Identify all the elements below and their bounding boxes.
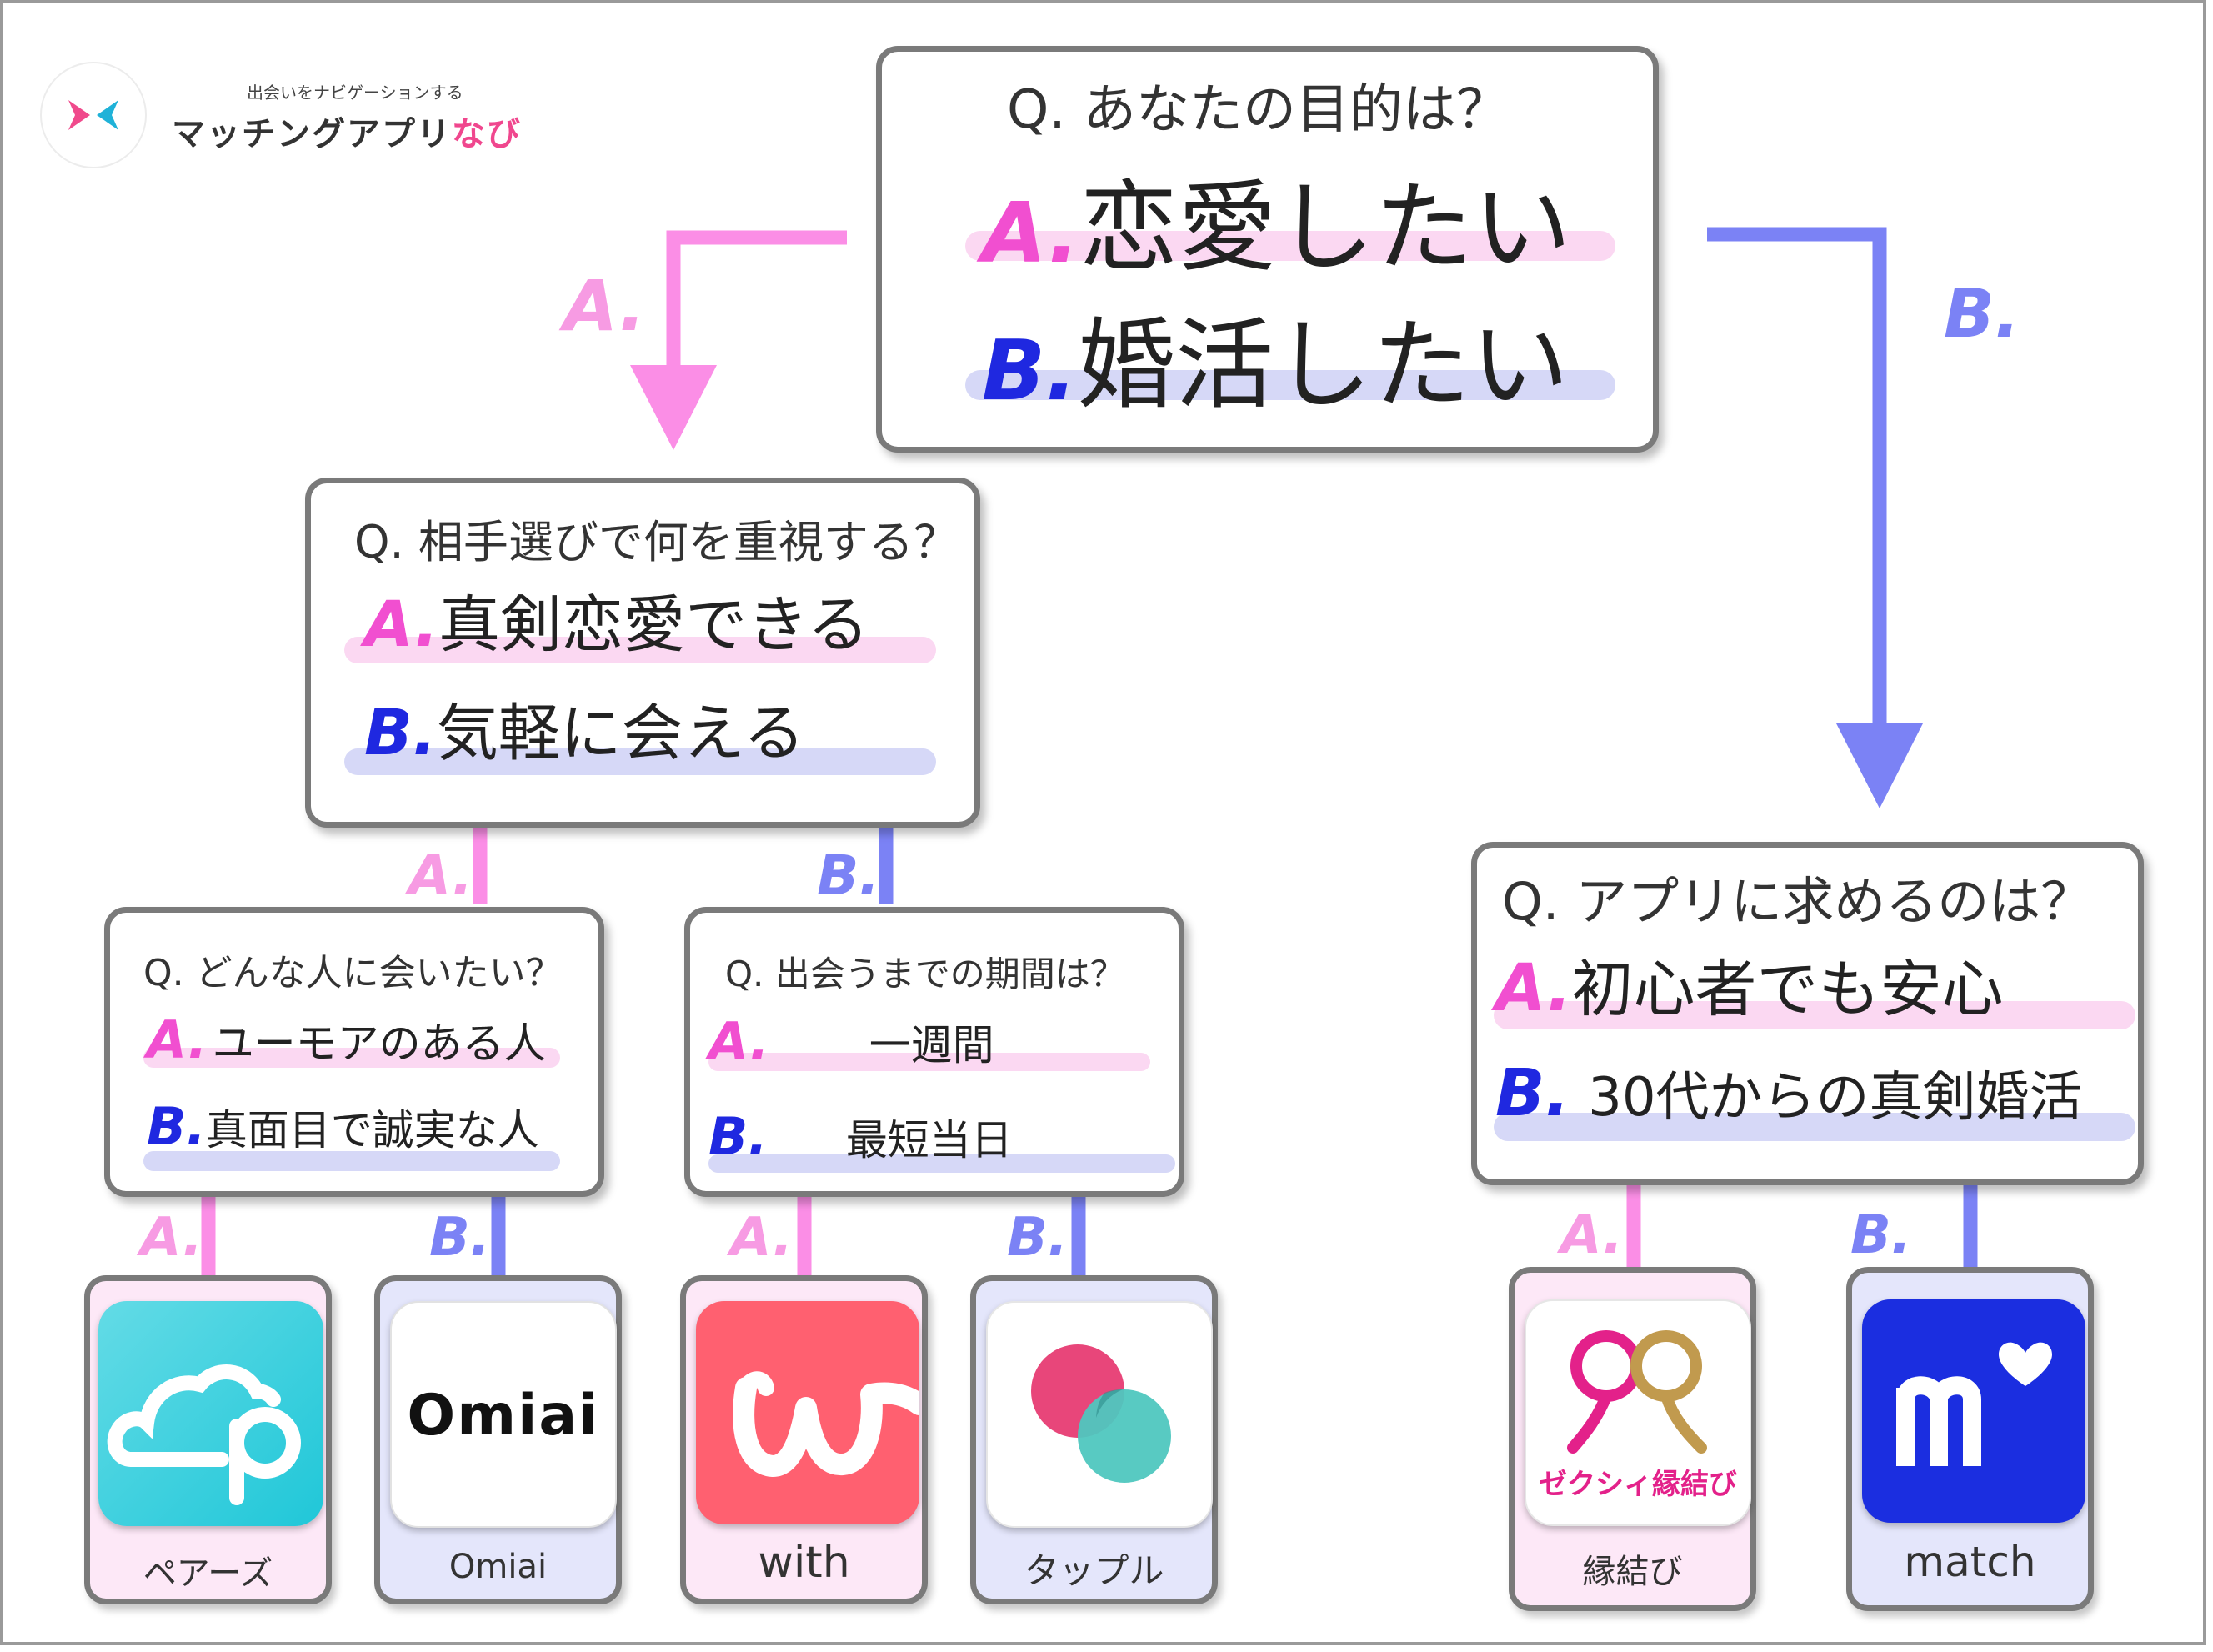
answer-a-highlight	[965, 231, 1615, 261]
app-card-omiai[interactable]: Omiai Omiai	[374, 1275, 622, 1604]
answer-b-highlight	[965, 370, 1615, 400]
question-root-box: Q. あなたの目的は？ A.恋愛したい B.婚活したい	[876, 46, 1659, 453]
answer-a-letter: A.	[982, 184, 1080, 282]
answer-b-text: 真面目で誠実な人	[205, 1106, 539, 1154]
logo-name: マッチングアプリなび	[172, 107, 522, 155]
answer-b-highlight	[708, 1154, 1175, 1173]
omiai-logo-icon: Omiai	[390, 1301, 617, 1528]
app-label-match: match	[1904, 1538, 2036, 1586]
question-love-answer-b: B.気軽に会える	[364, 683, 805, 773]
zexy-enmusubi-icon: ゼクシィ縁結び	[1525, 1299, 1751, 1526]
app-label-with: with	[758, 1538, 850, 1588]
tapple-circles-icon	[986, 1301, 1213, 1528]
question-marriage-text: Q. アプリに求めるのは？	[1502, 871, 2093, 932]
question-serious-answer-b: B.真面目で誠実な人	[147, 1096, 539, 1157]
question-casual-answer-a: A. 一週間	[708, 1011, 994, 1072]
answer-a-text: 一週間	[869, 1021, 994, 1069]
answer-a-highlight	[344, 637, 936, 663]
answer-a-text: 真剣恋愛できる	[438, 589, 869, 661]
arrowhead-root-a	[630, 365, 717, 450]
branch-label-casual-b: B.	[1007, 1207, 1069, 1269]
answer-b-letter: B.	[364, 695, 437, 769]
question-serious-answer-a: A.ユーモアのある人	[147, 1009, 546, 1070]
answer-a-text: 初心者でも安心	[1571, 954, 2004, 1025]
zexy-logo-text: ゼクシィ縁結び	[1539, 1468, 1737, 1501]
answer-b-letter: B.	[1495, 1056, 1570, 1131]
answer-b-text: 30代からの真剣婚活	[1588, 1067, 2083, 1129]
answer-b-letter: B.	[982, 322, 1078, 419]
branch-label-marriage-b: B.	[1850, 1204, 1912, 1266]
answer-a-letter: A.	[364, 587, 439, 661]
app-card-tapple[interactable]: タップル	[970, 1275, 1218, 1604]
branch-label-root-b: B.	[1944, 275, 2020, 353]
answer-a-highlight	[143, 1048, 560, 1068]
branch-label-root-a: A.	[563, 265, 646, 347]
answer-b-letter: B.	[147, 1096, 206, 1157]
logo-tagline: 出会いをナビゲーションする	[247, 83, 463, 103]
logo-name-accent: なび	[452, 115, 522, 153]
branch-label-serious-a: A.	[140, 1207, 203, 1269]
omiai-logo-text: Omiai	[407, 1383, 600, 1449]
app-label-tapple: タップル	[1024, 1550, 1164, 1591]
app-card-enmusubi[interactable]: ゼクシィ縁結び 縁結び	[1509, 1267, 1756, 1611]
app-label-omiai: Omiai	[448, 1548, 548, 1586]
branch-label-marriage-a: A.	[1560, 1204, 1624, 1266]
answer-b-text: 婚活したい	[1077, 308, 1570, 423]
question-serious-box: Q. どんな人に会いたい？ A.ユーモアのある人 B.真面目で誠実な人	[104, 907, 604, 1197]
question-love-box: Q. 相手選びで何を重視する？ A.真剣恋愛できる B.気軽に会える	[305, 478, 980, 828]
question-marriage-answer-a: A.初心者でも安心	[1495, 939, 2003, 1029]
app-card-pairs[interactable]: ペアーズ	[84, 1275, 332, 1604]
logo-mark	[40, 62, 147, 168]
answer-a-highlight	[1494, 1001, 2135, 1029]
logo-name-main: マッチングアプリ	[172, 115, 452, 153]
answer-a-letter: A.	[708, 1011, 769, 1072]
question-marriage-box: Q. アプリに求めるのは？ A.初心者でも安心 B. 30代からの真剣婚活	[1471, 842, 2144, 1185]
answer-b-letter: B.	[708, 1106, 768, 1167]
question-love-text: Q. 相手選びで何を重視する？	[354, 516, 959, 568]
answer-a-text: ユーモアのある人	[212, 1019, 546, 1068]
connector-root-a	[666, 230, 847, 379]
branch-label-love-b: B.	[817, 844, 880, 908]
answer-a-letter: A.	[1495, 951, 1572, 1026]
answer-b-highlight	[344, 748, 936, 775]
question-love-answer-a: A.真剣恋愛できる	[364, 575, 869, 664]
navi-arrows-icon	[68, 100, 118, 130]
app-card-with[interactable]: with	[680, 1275, 928, 1604]
match-m-heart-icon	[1862, 1299, 2085, 1523]
answer-a-text: 恋愛したい	[1079, 170, 1572, 285]
branch-label-casual-a: A.	[730, 1207, 794, 1269]
app-label-enmusubi: 縁結び	[1582, 1553, 1683, 1591]
connector-root-b	[1707, 227, 1887, 733]
answer-b-highlight	[1494, 1113, 2135, 1141]
question-marriage-answer-b: B. 30代からの真剣婚活	[1495, 1054, 2083, 1131]
answer-b-text: 気軽に会える	[436, 698, 805, 769]
question-root-answer-a: A.恋愛したい	[982, 148, 1571, 290]
pairs-cloud-icon	[98, 1301, 323, 1526]
question-casual-box: Q. 出会うまでの期間は？ A. 一週間 B. 最短当日	[684, 907, 1184, 1197]
question-casual-answer-b: B. 最短当日	[708, 1106, 1013, 1167]
branch-label-love-a: A.	[408, 844, 473, 908]
answer-b-highlight	[143, 1151, 560, 1171]
question-casual-text: Q. 出会うまでの期間は？	[725, 954, 1125, 994]
question-serious-text: Q. どんな人に会いたい？	[143, 952, 563, 994]
answer-a-letter: A.	[147, 1009, 208, 1070]
app-card-match[interactable]: match	[1846, 1267, 2094, 1611]
question-root-answer-b: B.婚活したい	[982, 285, 1569, 428]
with-w-icon	[696, 1301, 919, 1524]
question-root-text: Q. あなたの目的は？	[1007, 79, 1510, 141]
answer-a-highlight	[708, 1053, 1150, 1071]
app-label-pairs: ペアーズ	[143, 1554, 273, 1593]
arrowhead-root-b	[1836, 723, 1923, 808]
answer-b-text: 最短当日	[845, 1116, 1013, 1164]
branch-label-serious-b: B.	[429, 1207, 491, 1269]
